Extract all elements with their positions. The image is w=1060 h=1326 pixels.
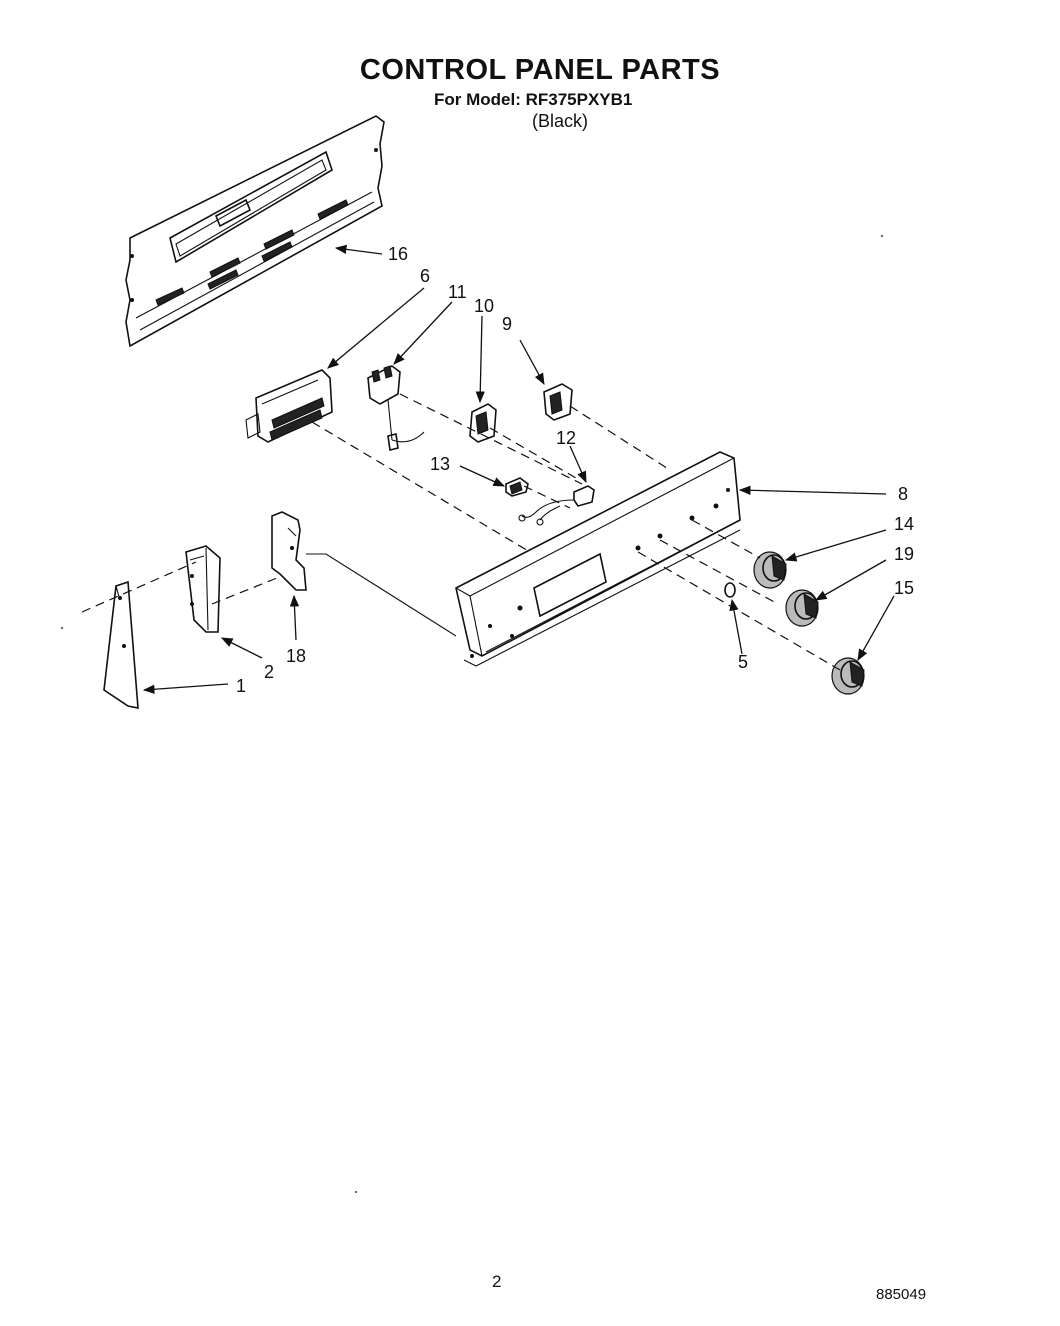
callout-18: 18 <box>286 646 306 666</box>
scan-specks <box>61 235 883 1193</box>
callout-12: 12 <box>556 428 576 448</box>
relay-part-10 <box>469 403 497 443</box>
color-variant: (Black) <box>532 111 589 131</box>
callout-9: 9 <box>502 314 512 334</box>
callout-16: 16 <box>388 244 408 264</box>
end-cap-part-1 <box>103 580 139 709</box>
callout-2: 2 <box>264 662 274 682</box>
callout-10: 10 <box>474 296 494 316</box>
assembly-lines <box>81 393 841 671</box>
callout-14: 14 <box>894 514 914 534</box>
switch-part-9 <box>543 383 573 421</box>
model-line: For Model: RF375PXYB1 <box>434 90 633 109</box>
knob-part-14 <box>753 551 787 589</box>
document-number: 885049 <box>876 1286 927 1303</box>
knob-part-19 <box>785 589 819 627</box>
callout-6: 6 <box>420 266 430 286</box>
switch-part-11 <box>367 365 425 451</box>
bracket-part-2 <box>185 545 221 633</box>
control-panel-part-8 <box>455 451 741 667</box>
page-title: CONTROL PANEL PARTS <box>359 54 721 86</box>
rear-panel-part-16 <box>125 115 385 348</box>
page-number: 2 <box>492 1272 502 1291</box>
callout-19: 19 <box>894 544 914 564</box>
connector-part-13 <box>505 477 529 497</box>
spacer-part-5 <box>724 582 736 598</box>
callout-5: 5 <box>738 652 748 672</box>
clock-part-6 <box>245 369 333 443</box>
callout-11: 11 <box>448 282 467 302</box>
callout-13: 13 <box>430 454 450 474</box>
leader-arrows <box>142 244 895 694</box>
bracket-part-18 <box>271 511 307 591</box>
callout-labels: 16 6 11 10 9 12 13 8 14 19 15 5 2 18 1 <box>236 244 914 696</box>
knob-part-15 <box>831 657 865 695</box>
callout-15: 15 <box>894 578 914 598</box>
connector-part-12 <box>518 485 595 526</box>
callout-8: 8 <box>898 484 908 504</box>
callout-1: 1 <box>236 676 246 696</box>
